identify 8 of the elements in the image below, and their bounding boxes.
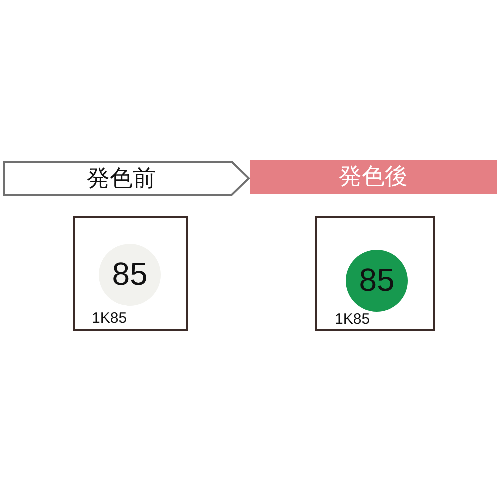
- indicator-label: [315, 216, 435, 331]
- indicator-label: [73, 216, 188, 331]
- step-arrow: 発色前: [3, 161, 250, 196]
- indicator-dot: 85: [99, 244, 161, 306]
- model-code: 1K85: [92, 311, 128, 326]
- indicator-dot: 85: [346, 250, 408, 312]
- model-code: 1K85: [335, 312, 370, 327]
- step-band: 発色後: [250, 160, 497, 194]
